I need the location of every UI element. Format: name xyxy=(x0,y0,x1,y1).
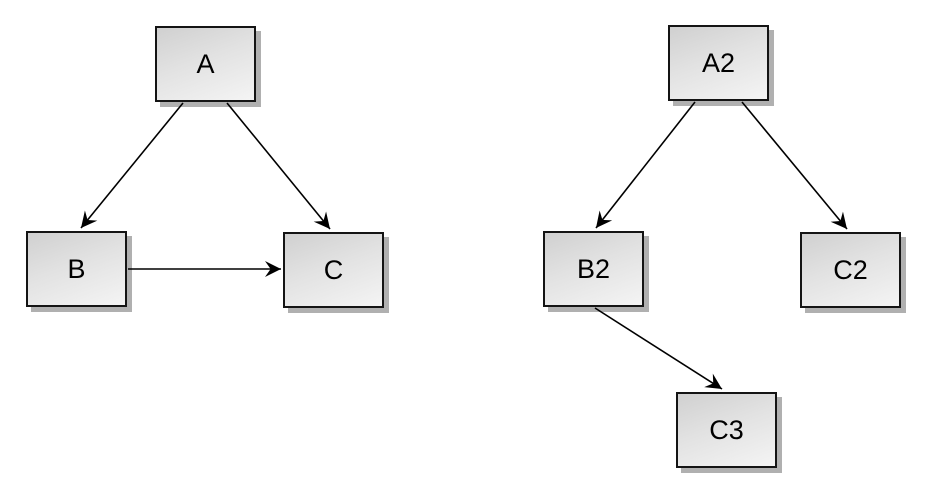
edge-A2-B2 xyxy=(595,101,696,229)
node-C[interactable]: C xyxy=(283,232,384,308)
edge-B2-C3 xyxy=(594,307,723,390)
node-C2[interactable]: C2 xyxy=(800,232,901,308)
node-C-label: C xyxy=(323,254,344,285)
node-B2[interactable]: B2 xyxy=(543,231,644,307)
node-B-label: B xyxy=(67,253,86,284)
node-C3[interactable]: C3 xyxy=(676,392,777,468)
node-A2-label: A2 xyxy=(701,47,736,78)
node-B2-label: B2 xyxy=(576,253,611,284)
node-A2[interactable]: A2 xyxy=(668,25,769,101)
node-C2-label: C2 xyxy=(833,254,868,285)
edge-A-B xyxy=(80,102,184,229)
edge-A2-C2 xyxy=(741,101,848,230)
node-C3-label: C3 xyxy=(709,414,744,445)
node-B[interactable]: B xyxy=(26,231,127,307)
node-A-label: A xyxy=(196,48,215,79)
edge-A-C xyxy=(226,102,331,230)
node-A[interactable]: A xyxy=(155,26,256,102)
